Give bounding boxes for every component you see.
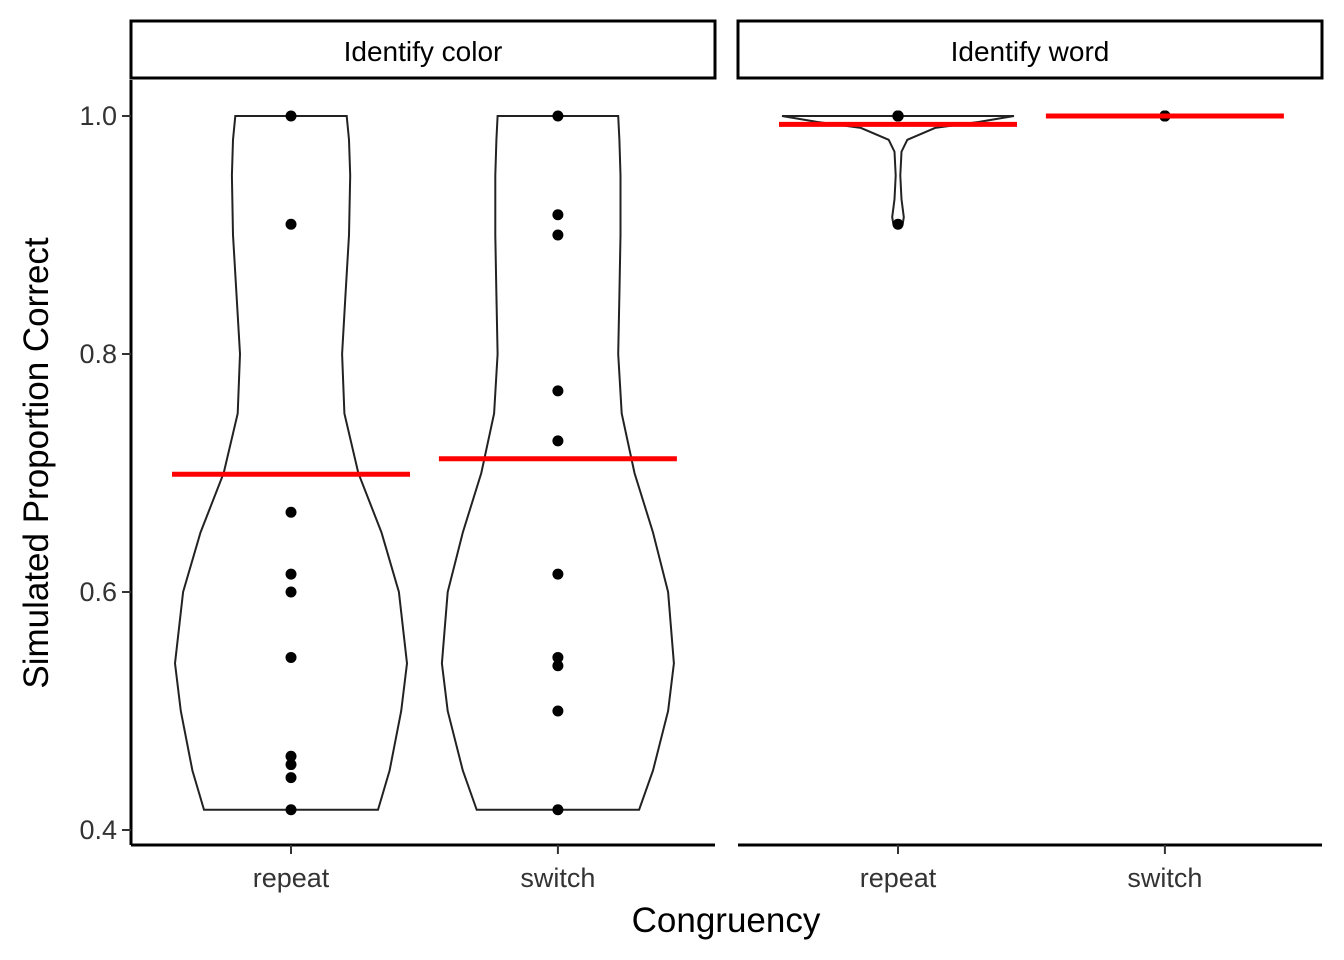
y-tick-label: 0.6 [79,577,117,607]
data-point [552,804,564,816]
data-point [285,804,297,816]
data-point [552,660,564,672]
data-point [285,586,297,598]
panel-1: Identify color repeat switch [129,19,717,893]
axes-layer: 0.4 0.6 0.8 1.0 [79,80,133,845]
data-point [892,218,904,230]
facet-strip [736,19,1324,80]
data-point [552,110,564,122]
y-axis-title: Simulated Proportion Correct [17,237,56,689]
data-point [552,209,564,221]
data-point [552,651,564,663]
data-point [285,218,297,230]
data-point [285,759,297,771]
facet-strip [129,19,717,80]
data-point [552,385,564,397]
data-point [285,772,297,784]
data-point [552,435,564,447]
data-point [285,506,297,518]
x-tick-label: repeat [860,863,937,893]
y-tick-label: 0.4 [79,815,117,845]
panels-layer: Identify color repeat switch Identify word r… [129,19,1324,893]
data-point [552,229,564,241]
x-tick-label: switch [1127,863,1202,893]
y-tick-label: 1.0 [79,101,117,131]
facet-strip-label: Identify color [344,36,503,67]
facet-strip-label: Identify word [951,36,1110,67]
data-point [285,651,297,663]
data-point [552,568,564,580]
data-point [285,568,297,580]
data-point [552,705,564,717]
panel-2: Identify word repeat switch [736,19,1324,893]
x-tick-label: repeat [253,863,330,893]
violin-switch [440,115,675,811]
violin-repeat [173,115,409,811]
data-point [285,110,297,122]
x-axis-title: Congruency [632,901,821,940]
violin-repeat [781,115,1015,226]
data-point [285,750,297,762]
x-tick-label: switch [520,863,595,893]
y-tick-label: 0.8 [79,339,117,369]
data-point [892,110,904,122]
